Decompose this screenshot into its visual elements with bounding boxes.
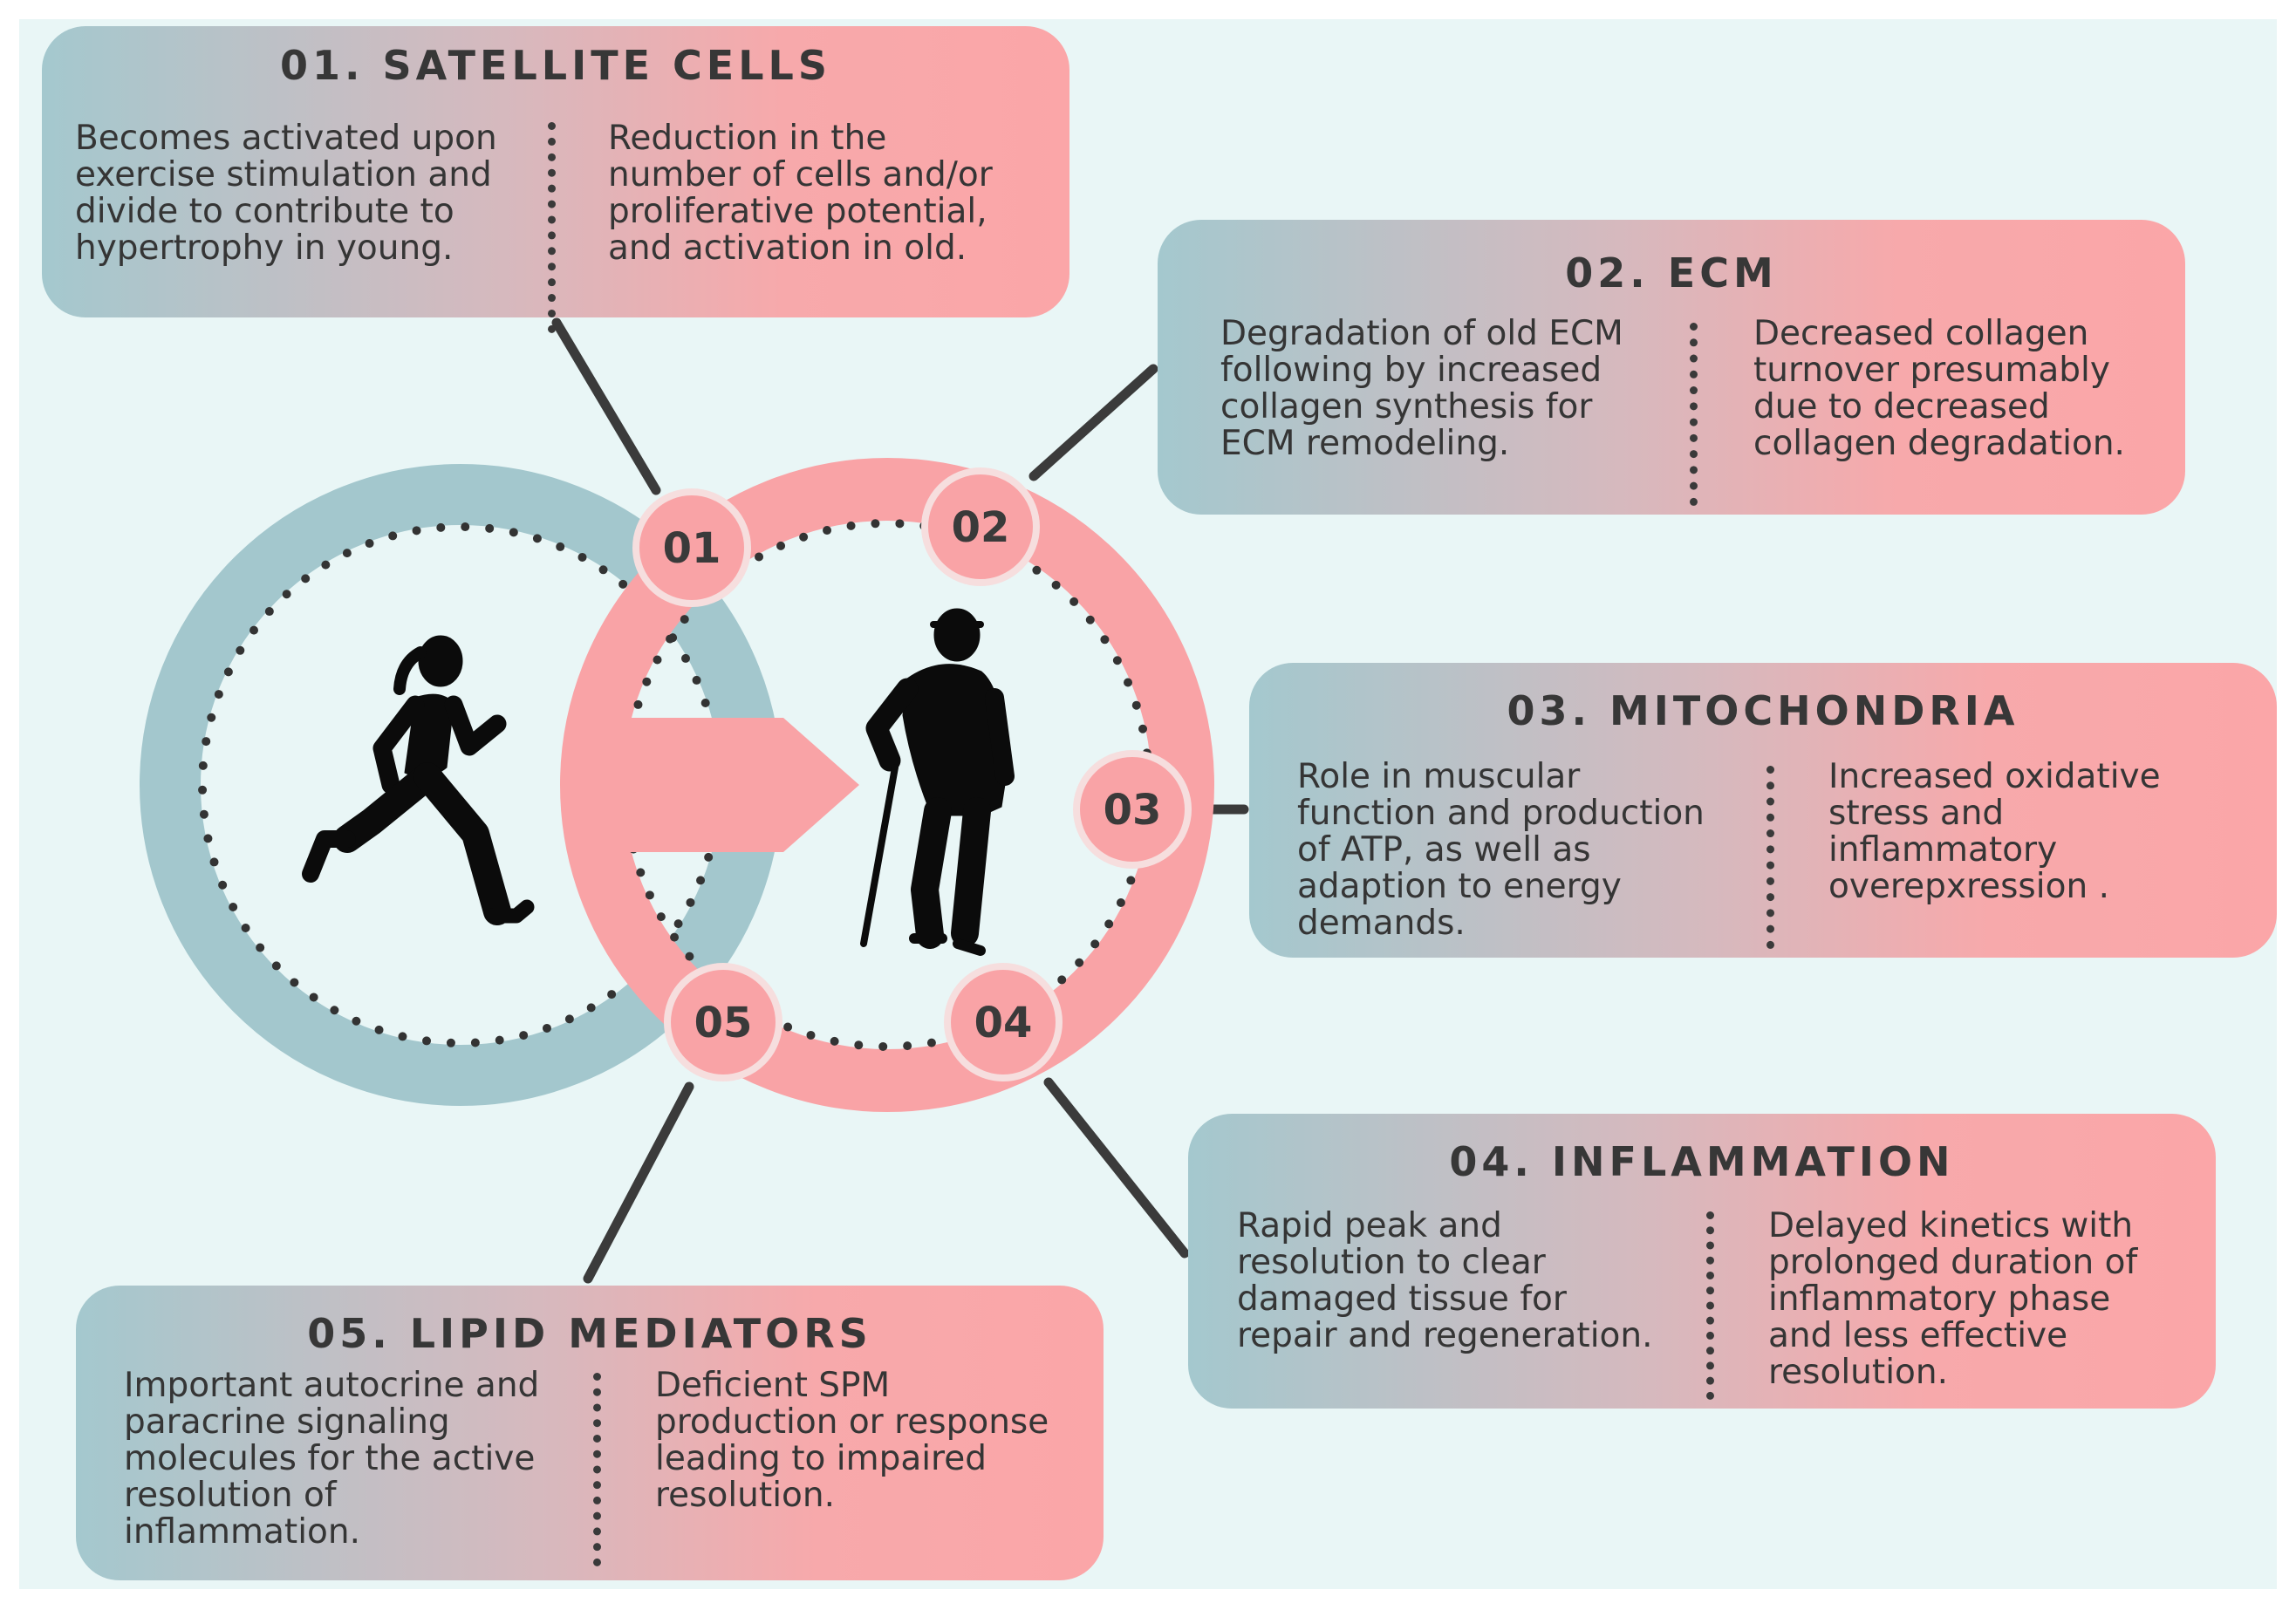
connector-01 xyxy=(551,317,661,495)
old-description: Deficient SPM production or response lea… xyxy=(655,1366,1049,1515)
transition-arrow xyxy=(591,718,859,852)
old-description: Increased oxidative stress and inflammat… xyxy=(1828,757,2161,906)
connector-05 xyxy=(583,1081,694,1284)
old-description: Decreased collagen turnover presumably d… xyxy=(1753,314,2125,463)
connector-04 xyxy=(1043,1077,1190,1259)
young-description: Role in muscular function and production… xyxy=(1297,757,1705,943)
panel-satellite-cells: 01. SATELLITE CELLS Becomes activated up… xyxy=(42,26,1069,333)
panel-title: 04. INFLAMMATION xyxy=(1449,1138,1955,1185)
connector-02 xyxy=(1028,364,1158,481)
panel-title: 01. SATELLITE CELLS xyxy=(280,42,831,89)
badge-number: 02 xyxy=(952,503,1010,552)
panel-divider xyxy=(548,122,556,333)
panel-divider xyxy=(1690,323,1698,506)
panel-title: 03. MITOCHONDRIA xyxy=(1507,687,2019,734)
badge-circle xyxy=(921,467,1040,586)
panel-divider xyxy=(593,1373,601,1566)
badge-number: 03 xyxy=(1104,786,1162,835)
badge-circle xyxy=(944,963,1063,1081)
badge-05: 05 xyxy=(664,963,782,1081)
panel-title: 05. LIPID MEDIATORS xyxy=(307,1310,872,1357)
elderly-person-with-cane-silhouette xyxy=(860,608,1015,956)
young-description: Degradation of old ECM following by incr… xyxy=(1220,314,1623,463)
panel-lipid-mediators: 05. LIPID MEDIATORS Important autocrine … xyxy=(76,1286,1104,1580)
old-description: Delayed kinetics with prolonged duration… xyxy=(1768,1206,2138,1392)
old-description: Reduction in the number of cells and/or … xyxy=(608,119,993,268)
badge-03: 03 xyxy=(1073,750,1192,869)
panel-ecm: 02. ECM Degradation of old ECM following… xyxy=(1158,220,2185,515)
young-description: Becomes activated upon exercise stimulat… xyxy=(75,119,497,268)
panel-mitochondria: 03. MITOCHONDRIA Role in muscular functi… xyxy=(1249,663,2277,958)
badge-circle xyxy=(1073,750,1192,869)
panel-divider xyxy=(1706,1211,1714,1400)
badge-circle xyxy=(664,963,782,1081)
badge-02: 02 xyxy=(921,467,1040,586)
panel-inflammation: 04. INFLAMMATION Rapid peak and resoluti… xyxy=(1188,1114,2216,1409)
young-description: Rapid peak and resolution to clear damag… xyxy=(1237,1206,1653,1355)
panel-title: 02. ECM xyxy=(1565,249,1778,297)
badge-number: 04 xyxy=(974,999,1033,1047)
badge-circle xyxy=(632,488,751,607)
badge-number: 01 xyxy=(663,524,721,573)
badge-04: 04 xyxy=(944,963,1063,1081)
panel-divider xyxy=(1766,766,1774,949)
badge-number: 05 xyxy=(694,999,753,1047)
badge-01: 01 xyxy=(632,488,751,607)
young-description: Important autocrine and paracrine signal… xyxy=(124,1366,540,1552)
runner-silhouette xyxy=(302,635,535,925)
